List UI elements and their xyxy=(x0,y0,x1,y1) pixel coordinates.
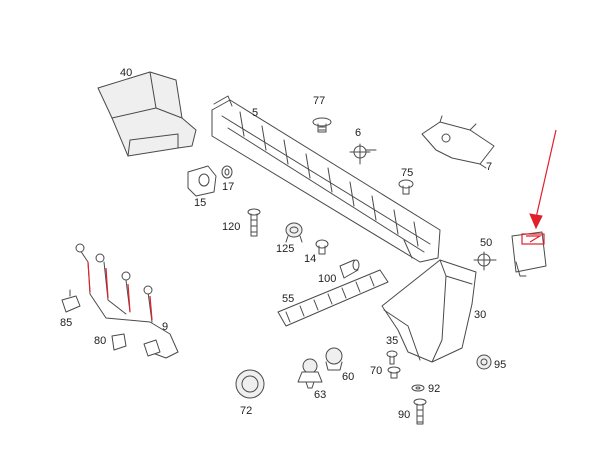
label-60: 60 xyxy=(342,371,354,383)
part-75-drawing xyxy=(398,179,414,195)
label-7: 7 xyxy=(486,161,492,173)
label-40: 40 xyxy=(120,67,132,79)
label-63: 63 xyxy=(314,389,326,401)
part-80-drawing xyxy=(111,333,127,351)
part-14-drawing xyxy=(315,239,329,255)
part-60-drawing xyxy=(325,347,343,371)
label-9: 9 xyxy=(162,321,168,333)
part-125-drawing xyxy=(285,222,303,243)
label-125: 125 xyxy=(276,243,294,255)
label-120: 120 xyxy=(222,221,240,233)
part-95-drawing xyxy=(476,354,492,370)
label-75: 75 xyxy=(401,167,413,179)
label-35: 35 xyxy=(386,335,398,347)
label-85: 85 xyxy=(60,317,72,329)
label-72: 72 xyxy=(240,405,252,417)
label-95: 95 xyxy=(494,359,506,371)
part-9-drawing xyxy=(75,243,179,359)
part-85-drawing xyxy=(61,289,81,313)
part-72-drawing xyxy=(235,369,265,399)
label-100: 100 xyxy=(318,273,336,285)
part-40-drawing xyxy=(97,71,197,157)
part-6-drawing xyxy=(349,143,377,165)
label-5: 5 xyxy=(252,107,258,119)
label-77: 77 xyxy=(313,95,325,107)
label-55: 55 xyxy=(282,293,294,305)
part-5-drawing xyxy=(211,95,441,263)
part-15-drawing xyxy=(187,165,217,197)
label-90: 90 xyxy=(398,409,410,421)
part-90-drawing xyxy=(413,398,427,425)
label-30: 30 xyxy=(474,309,486,321)
arrow-icon xyxy=(529,129,557,230)
part-77-drawing xyxy=(312,117,332,133)
label-17: 17 xyxy=(222,181,234,193)
part-63-drawing xyxy=(297,358,323,389)
part-55-drawing xyxy=(277,269,389,327)
label-80: 80 xyxy=(94,335,106,347)
part-50-drawing xyxy=(473,251,497,271)
label-14: 14 xyxy=(304,253,316,265)
label-92: 92 xyxy=(428,383,440,395)
part-120-drawing xyxy=(247,208,261,237)
part-35-drawing xyxy=(386,350,398,365)
label-15: 15 xyxy=(194,197,206,209)
label-50: 50 xyxy=(480,237,492,249)
part-100-drawing xyxy=(339,259,360,279)
part-17-drawing xyxy=(221,165,233,179)
part-30-drawing xyxy=(381,259,477,363)
highlighted-part-drawing xyxy=(511,231,547,277)
label-70: 70 xyxy=(370,365,382,377)
part-70-drawing xyxy=(387,366,401,379)
part-7-drawing xyxy=(421,115,495,169)
part-92-drawing xyxy=(411,384,425,392)
label-6: 6 xyxy=(355,127,361,139)
